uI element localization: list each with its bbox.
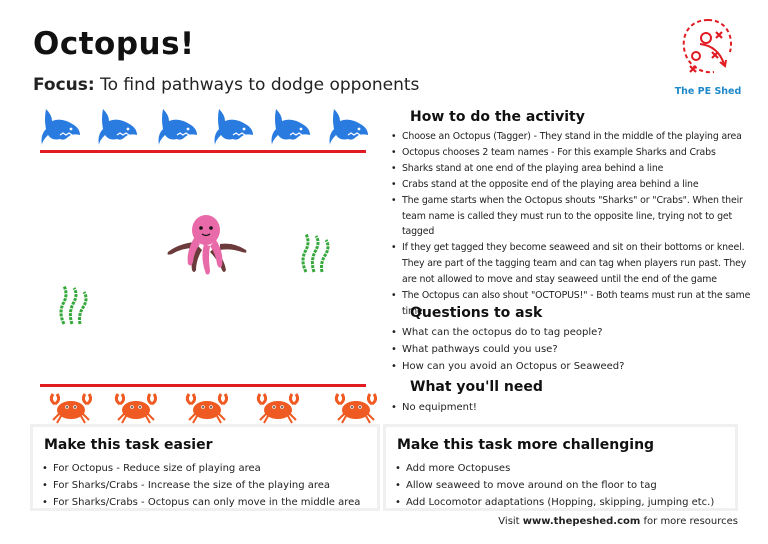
page-title: Octopus!: [33, 26, 195, 62]
harder-box: Make this task more challenging Add more…: [383, 424, 738, 511]
shark-icon: [329, 109, 368, 145]
questions-list: What can the octopus do to tag people? W…: [390, 324, 750, 375]
crab-icon: [334, 393, 378, 424]
harder-heading: Make this task more challenging: [397, 437, 655, 453]
list-item: Add more Octopuses: [394, 460, 714, 477]
harder-list: Add more Octopuses Allow seaweed to move…: [394, 460, 714, 511]
questions-heading: Questions to ask: [410, 305, 543, 321]
crabs-line: [40, 384, 366, 387]
list-item: For Sharks/Crabs - Increase the size of …: [41, 477, 360, 494]
pe-shed-logo: The PE Shed: [668, 16, 748, 102]
logo-text: The PE Shed: [674, 86, 742, 97]
crab-icon: [185, 393, 229, 424]
list-item: Allow seaweed to move around on the floo…: [394, 477, 714, 494]
footer-site-link[interactable]: www.thepeshed.com: [522, 516, 641, 527]
easier-heading: Make this task easier: [44, 437, 213, 453]
list-item: No equipment!: [390, 399, 750, 416]
crab-icon: [49, 393, 93, 424]
shark-icon: [271, 109, 310, 145]
list-item: Sharks stand at one end of the playing a…: [390, 161, 762, 177]
shark-icon: [98, 109, 137, 145]
tactics-board-icon: [682, 19, 732, 74]
list-item: For Sharks/Crabs - Octopus can only move…: [41, 494, 360, 511]
footer: Visit www.thepeshed.com for more resourc…: [498, 516, 738, 527]
list-item: What pathways could you use?: [390, 341, 750, 358]
crab-icon: [114, 393, 158, 424]
shark-icon: [41, 109, 80, 145]
list-item: For Octopus - Reduce size of playing are…: [41, 460, 360, 477]
list-item: The Octopus can also shout "OCTOPUS!" - …: [390, 288, 762, 320]
list-item: Crabs stand at the opposite end of the p…: [390, 177, 762, 193]
shark-icon: [214, 109, 253, 145]
list-item: Add Locomotor adaptations (Hopping, skip…: [394, 494, 714, 511]
list-item: What can the octopus do to tag people?: [390, 324, 750, 341]
shark-icon: [158, 109, 197, 145]
focus-label: Focus:: [33, 75, 95, 95]
seaweed-icon: [59, 285, 88, 325]
how-to-list: Choose an Octopus (Tagger) - They stand …: [390, 129, 762, 320]
focus-text: To find pathways to dodge opponents: [100, 75, 420, 95]
need-heading: What you'll need: [410, 379, 543, 395]
focus-line: Focus: To find pathways to dodge opponen…: [33, 75, 419, 95]
list-item: The game starts when the Octopus shouts …: [390, 193, 762, 241]
seaweed-icon: [301, 233, 330, 273]
easier-list: For Octopus - Reduce size of playing are…: [41, 460, 360, 511]
crab-icon: [256, 393, 300, 424]
octopus-icon: [167, 215, 247, 275]
sharks-line: [40, 150, 366, 153]
footer-prefix: Visit: [498, 516, 520, 527]
list-item: If they get tagged they become seaweed a…: [390, 240, 762, 288]
list-item: Choose an Octopus (Tagger) - They stand …: [390, 129, 762, 145]
need-list: No equipment!: [390, 399, 750, 416]
list-item: How can you avoid an Octopus or Seaweed?: [390, 358, 750, 375]
easier-box: Make this task easier For Octopus - Redu…: [30, 424, 380, 511]
how-to-heading: How to do the activity: [410, 109, 585, 125]
footer-suffix: for more resources: [643, 516, 738, 527]
list-item: Octopus chooses 2 team names - For this …: [390, 145, 762, 161]
